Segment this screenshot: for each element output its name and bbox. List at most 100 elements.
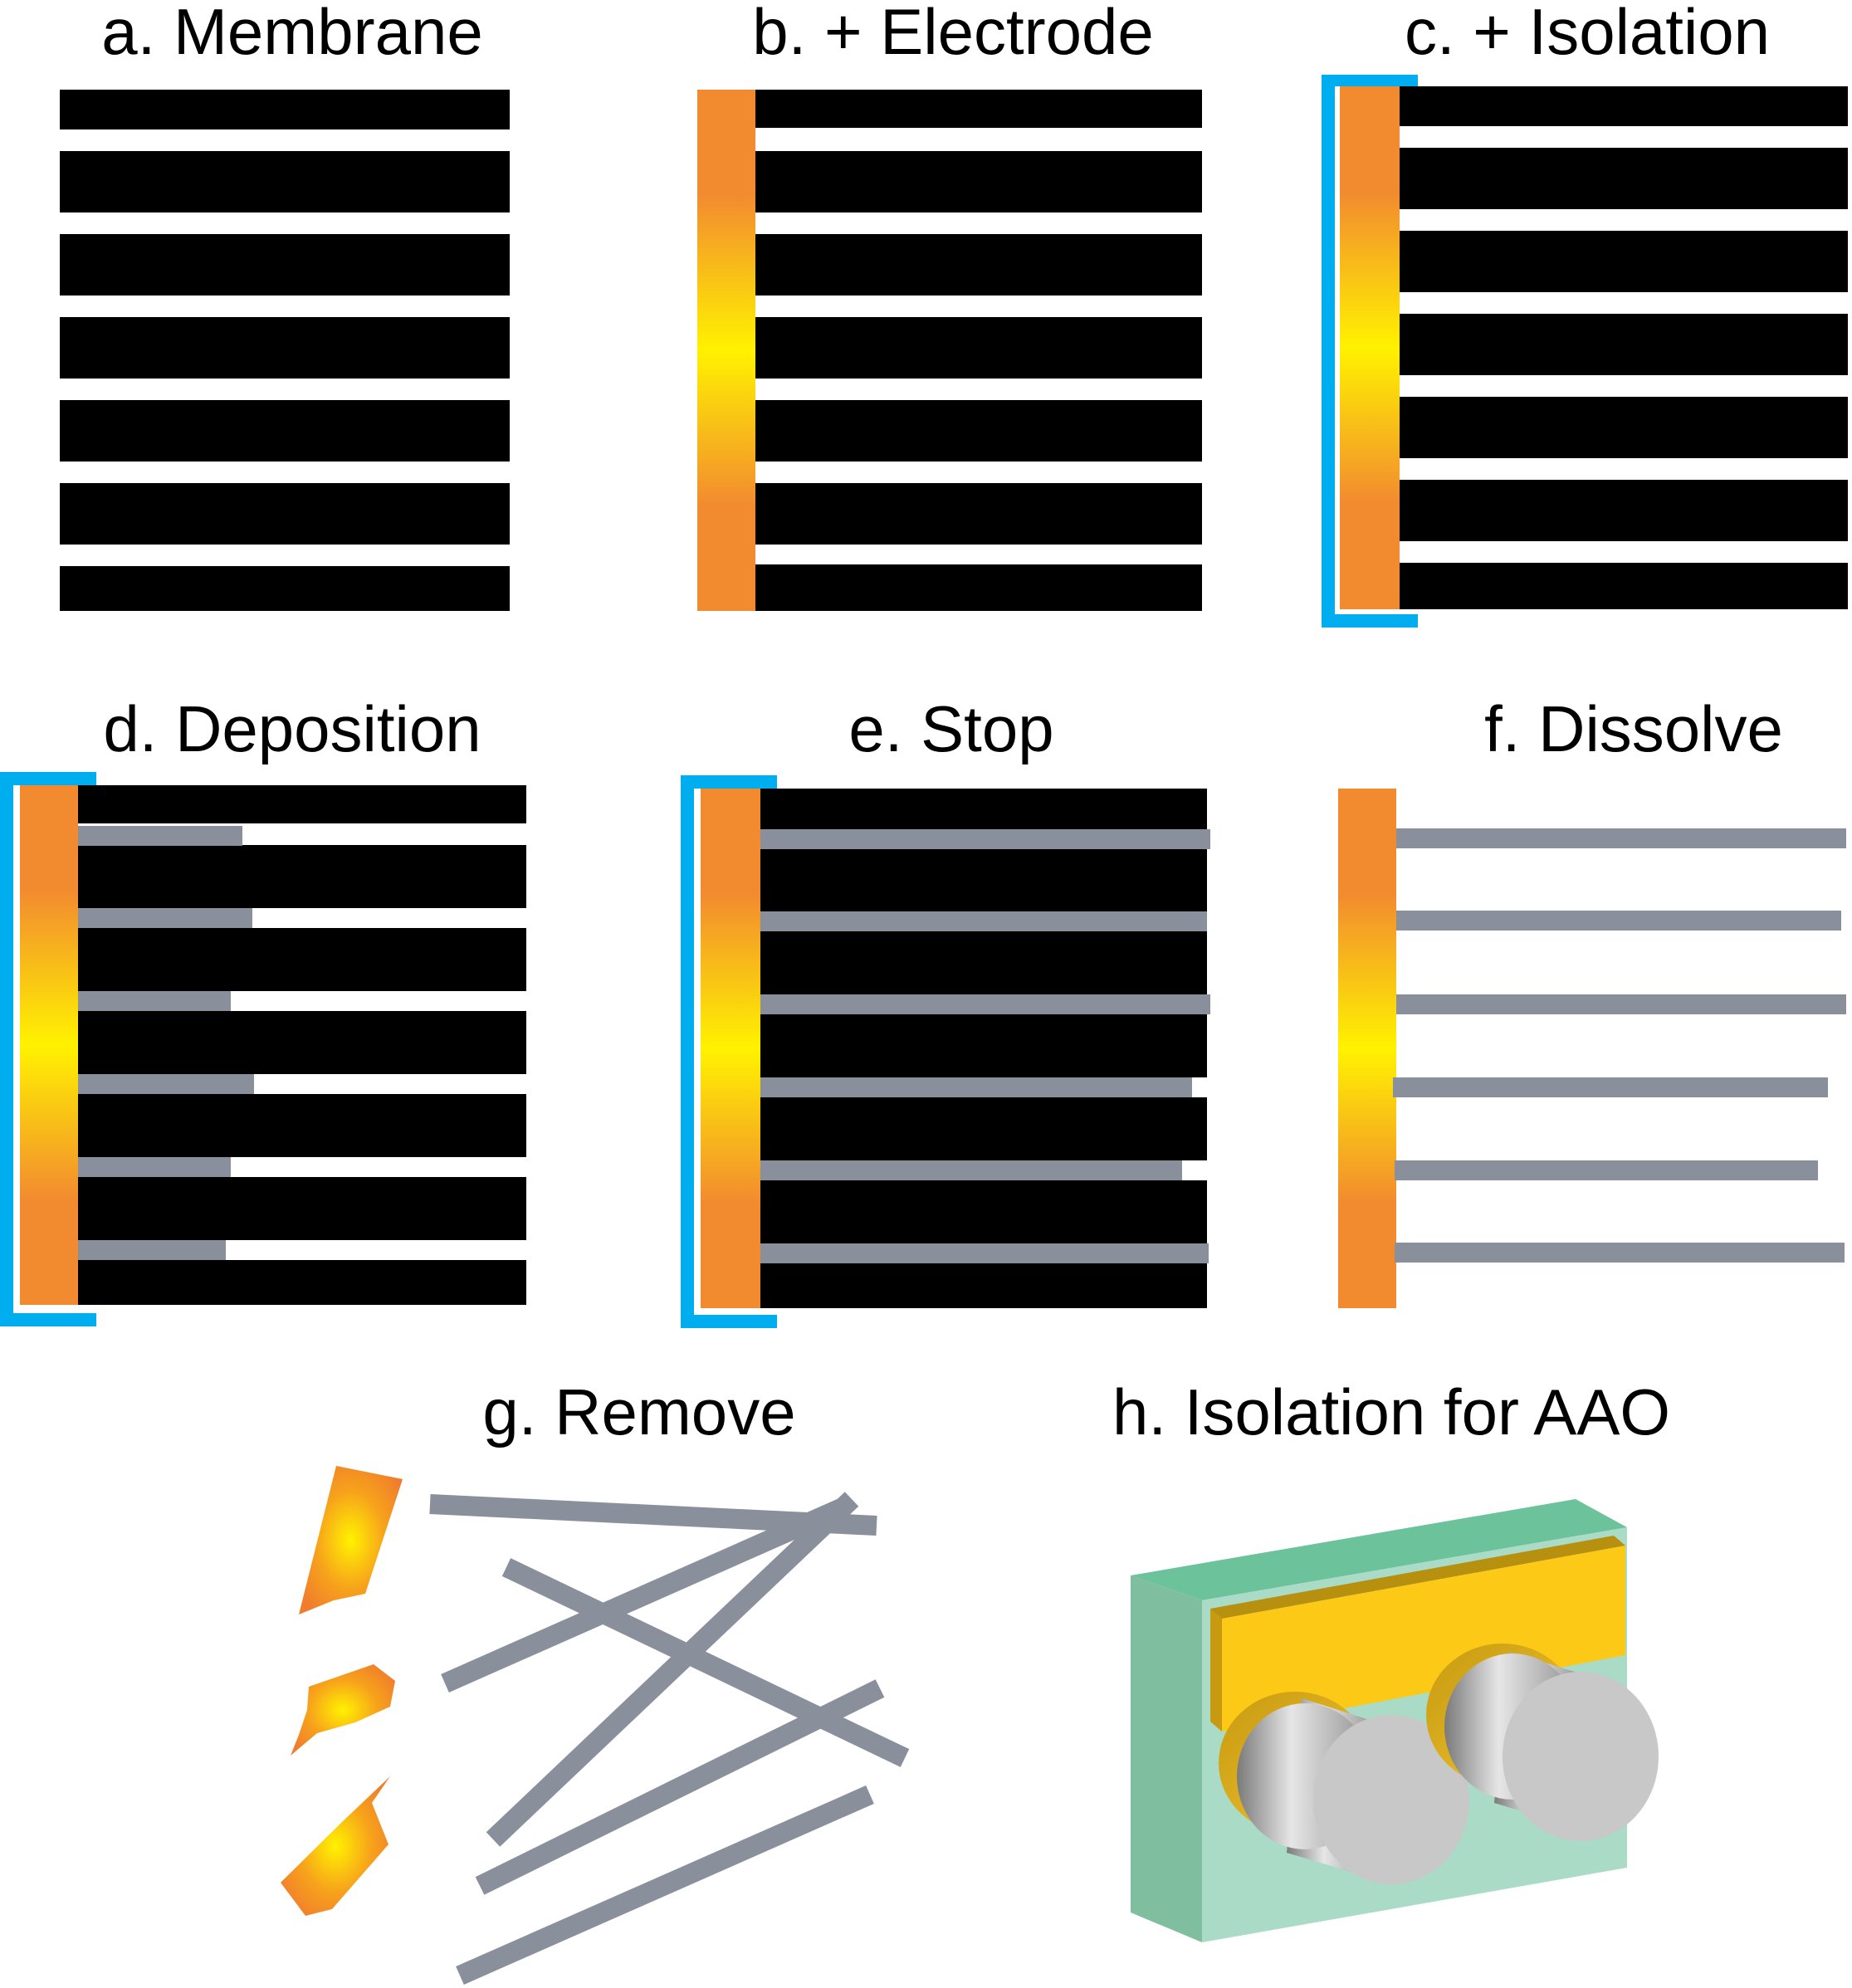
panel-d-label: d. Deposition — [103, 692, 481, 765]
nanowire — [760, 994, 1210, 1014]
membrane-b — [755, 90, 1202, 611]
membrane-a — [60, 90, 510, 611]
membrane-layer — [60, 566, 510, 611]
strip-front-face — [1222, 1546, 1625, 1732]
membrane-layer — [755, 400, 1202, 462]
membrane-layer — [1400, 86, 1848, 126]
electrode-layer — [1338, 789, 1396, 1308]
membrane-layer — [78, 928, 526, 991]
nanowire — [760, 829, 1210, 849]
nanowire — [456, 1785, 874, 1985]
membrane-layer — [760, 1097, 1207, 1160]
membrane-layer — [1400, 231, 1848, 292]
nanowire — [760, 1160, 1182, 1180]
block-top-face — [1131, 1499, 1627, 1600]
membrane-layer — [60, 400, 510, 462]
nanowire — [760, 1243, 1209, 1263]
panel-a-membrane: a. Membrane — [60, 0, 510, 611]
membrane-layer — [1400, 148, 1848, 209]
block-side-face — [1131, 1575, 1202, 1942]
membrane-layer — [1400, 480, 1848, 541]
electrode-fragment — [281, 1776, 390, 1916]
nanowire — [760, 1077, 1192, 1097]
nanowire — [78, 826, 242, 846]
panel-e-stop: e. Stop — [681, 692, 1210, 1328]
membrane-layer — [755, 234, 1202, 296]
panel-b-label: b. + Electrode — [752, 0, 1153, 68]
membrane-layer — [760, 1263, 1207, 1308]
membrane-layer — [78, 1260, 526, 1305]
membrane-layer — [78, 1011, 526, 1074]
nanowire — [486, 1492, 859, 1847]
nanowire — [78, 1074, 254, 1094]
membrane-e — [760, 789, 1207, 1308]
strip-side-edge — [1210, 1609, 1222, 1732]
membrane-layer — [60, 483, 510, 545]
panel-g-label: g. Remove — [482, 1375, 795, 1448]
panel-f-dissolve: f. Dissolve — [1338, 692, 1846, 1308]
nanowire — [1393, 1077, 1828, 1097]
membrane-layer — [78, 1177, 526, 1240]
nanowire — [1396, 911, 1841, 931]
membrane-layer — [760, 848, 1207, 911]
membrane-d — [78, 785, 526, 1305]
panel-c-isolation: c. + Isolation — [1322, 0, 1848, 628]
membrane-layer — [78, 785, 526, 823]
nanowire — [78, 1240, 226, 1260]
membrane-layer — [60, 90, 510, 129]
isolation-layer — [681, 775, 777, 1328]
nanowire — [760, 911, 1207, 931]
nanowire — [1396, 994, 1846, 1014]
electrode-fragment — [291, 1664, 395, 1756]
panel-c-label: c. + Isolation — [1405, 0, 1770, 68]
disk-left — [1219, 1692, 1469, 1884]
electrode-layer — [697, 90, 755, 611]
gold-electrode-strip — [1210, 1536, 1625, 1732]
nanowire — [1395, 1243, 1845, 1263]
membrane-layer — [760, 1180, 1207, 1243]
membrane-layer — [760, 1014, 1207, 1077]
panel-e-label: e. Stop — [848, 692, 1053, 765]
panel-h-label: h. Isolation for AAO — [1112, 1375, 1670, 1448]
membrane-layer — [1400, 314, 1848, 375]
electrode-fragment — [299, 1466, 403, 1614]
partial-nanowires — [78, 826, 254, 1260]
nanowire — [501, 1558, 910, 1767]
strip-top-edge — [1210, 1536, 1625, 1619]
nanowire — [1395, 1160, 1818, 1180]
membrane-layer — [60, 317, 510, 379]
isolation-layer — [0, 772, 96, 1326]
membrane-layer — [755, 151, 1202, 212]
panel-b-electrode: b. + Electrode — [697, 0, 1202, 611]
membrane-layer — [760, 931, 1207, 994]
membrane-layer — [60, 151, 510, 212]
full-nanowires — [760, 829, 1210, 1263]
panel-f-label: f. Dissolve — [1484, 692, 1783, 765]
scattered-nanowires — [429, 1492, 910, 1985]
membrane-layer — [755, 483, 1202, 545]
electrode-layer — [20, 785, 78, 1305]
membrane-layer — [1400, 397, 1848, 458]
nanowire — [441, 1497, 851, 1692]
membrane-layer — [60, 234, 510, 296]
freed-nanowires — [1393, 828, 1846, 1263]
disk-right — [1426, 1644, 1659, 1841]
electrode-layer — [1340, 86, 1400, 609]
nanowire — [78, 1157, 231, 1177]
membrane-layer — [78, 1094, 526, 1157]
nanowire — [78, 991, 231, 1011]
membrane-c — [1400, 86, 1848, 609]
disk-front-face — [1313, 1715, 1469, 1884]
electrode-fragments — [281, 1466, 403, 1916]
membrane-layer — [755, 317, 1202, 379]
isolation-layer — [1322, 75, 1418, 628]
panel-d-deposition: d. Deposition — [0, 692, 526, 1326]
nanowire — [1396, 828, 1846, 848]
membrane-layer — [755, 90, 1202, 128]
membrane-layer — [78, 845, 526, 908]
nanowire — [475, 1679, 885, 1895]
panel-h-isolation-for-aao: h. Isolation for AAO — [1112, 1375, 1670, 1942]
panel-a-label: a. Membrane — [101, 0, 483, 68]
electrode-layer — [701, 789, 760, 1308]
